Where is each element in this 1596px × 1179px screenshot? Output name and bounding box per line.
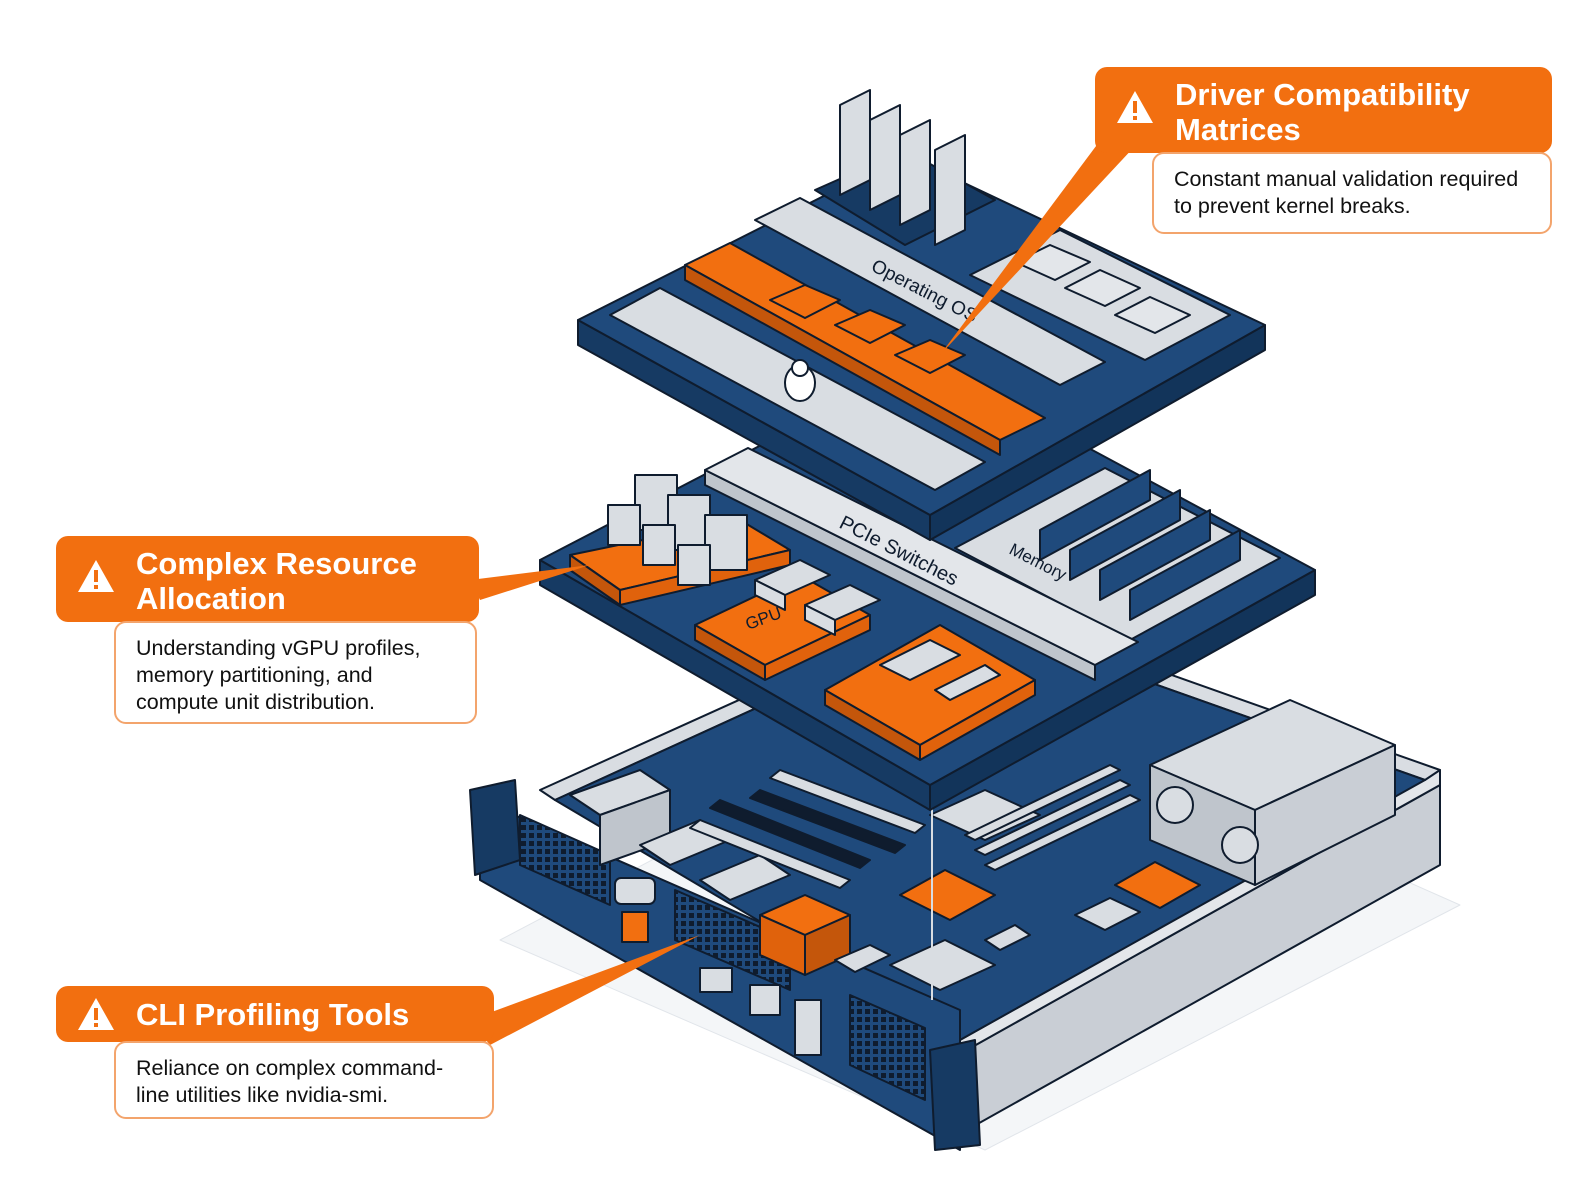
cli-pointer <box>470 935 700 1045</box>
resource-pointer <box>470 565 590 600</box>
callout-cli-description: Reliance on complex command-line utiliti… <box>114 1041 494 1119</box>
callout-driver-title-box: Driver Compatibility Matrices <box>1095 67 1552 153</box>
software-layer <box>577 89 1266 541</box>
warning-triangle-icon <box>1117 91 1153 123</box>
callout-cli-title: CLI Profiling Tools <box>136 997 410 1032</box>
callout-pointers <box>470 130 1150 1045</box>
hardware-layer <box>539 359 1316 811</box>
callout-driver-description: Constant manual validation required to p… <box>1152 152 1552 234</box>
warning-triangle-icon <box>78 560 114 592</box>
callout-cli-title-box: CLI Profiling Tools <box>56 986 494 1042</box>
callout-resource-description: Understanding vGPU profiles, memory part… <box>114 621 477 724</box>
warning-triangle-icon <box>78 998 114 1030</box>
server-chassis <box>469 599 1461 1151</box>
callout-resource-title: Complex Resource Allocation <box>136 546 417 616</box>
callout-driver-title: Driver Compatibility Matrices <box>1175 77 1470 147</box>
driver-pointer <box>940 130 1150 355</box>
callout-resource-title-box: Complex Resource Allocation <box>56 536 479 622</box>
